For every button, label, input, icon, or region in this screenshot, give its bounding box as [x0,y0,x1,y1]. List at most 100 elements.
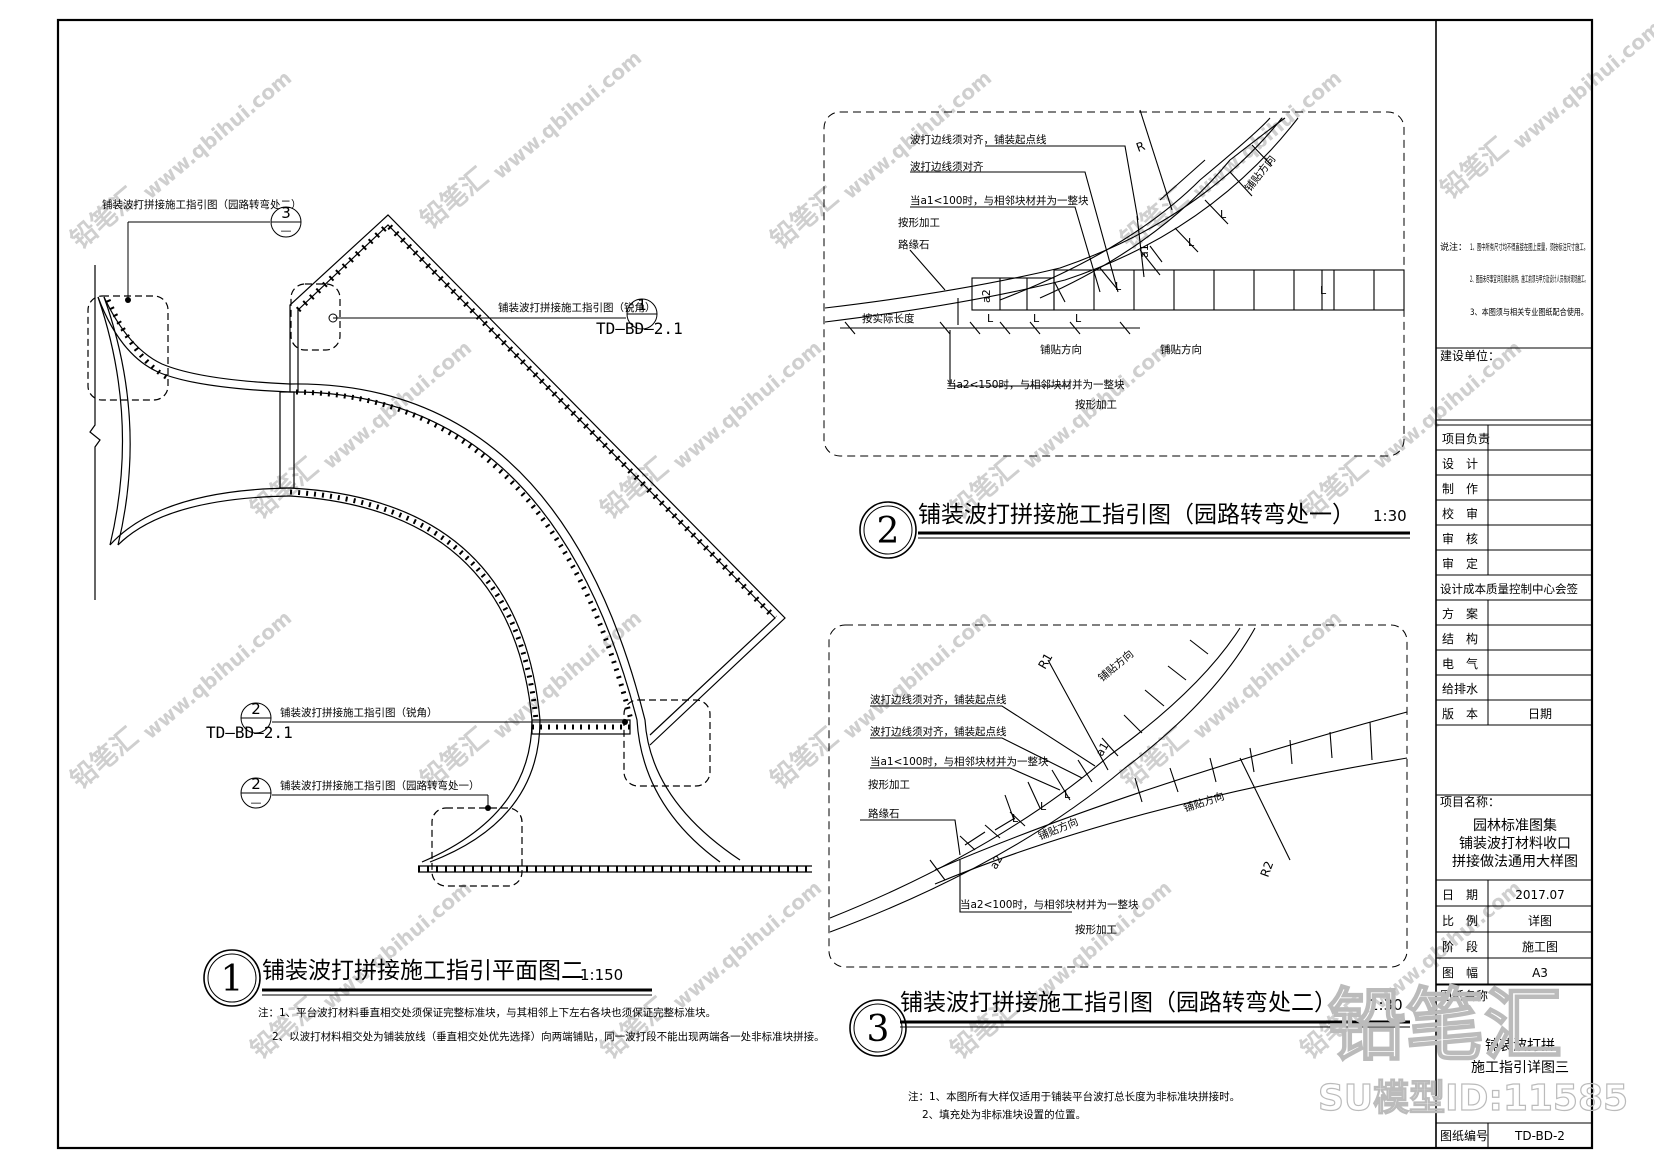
watermark-brand: 铅笔汇 [245,991,325,1065]
d2-label-1: 波打边线须对齐，铺装起点线 [910,133,1047,146]
d3-label-3: 当a1<100时，与相邻块材并为一整块 [870,755,1049,768]
d3-r2: R2 [1258,859,1277,879]
plan-ref-3-num: 3 [281,204,291,222]
watermark-site: www.qbihui.com [138,65,296,203]
plan-drawing [87,214,812,887]
tb-row-c-3 [1435,957,1593,985]
brand-watermark-text: 铅笔汇 [1328,981,1562,1071]
plan-scale: 1:150 [580,966,623,984]
watermark-site: www.qbihui.com [1508,15,1654,153]
plan-note-1: 注：1、平台波打材料垂直相交处须保证完整标准块，与其相邻上下左右各块也须保证完整… [258,1006,716,1019]
d2-L-7: L [1320,284,1327,297]
d3-label-6: 当a2<100时，与相邻块材并为一整块 [960,898,1139,911]
d2-label-5: 路缘石 [898,238,930,251]
d2-L-3: L [1075,312,1082,325]
tb-row-label: 阶 段 [1442,939,1478,954]
d3-label-5: 路缘石 [868,807,900,820]
tb-row-value: 2017.07 [1515,888,1565,902]
d3-label-2: 波打边线须对齐，铺装起点线 [870,725,1007,738]
d3-title-num: 3 [867,1009,890,1050]
d3-note-2: 2、填充处为非标准块设置的位置。 [922,1108,1086,1121]
d2-L-2: L [1033,312,1040,325]
plan-ref-2b-num: 2 [251,775,261,793]
plan-ref-2a-sheet: TD—BD—2.1 [206,723,293,742]
tb-row-label: 电 气 [1442,656,1478,671]
d2-L-1: L [987,312,994,325]
plan-note-2: 2、以波打材料相交处为铺装放线（垂直相交处优先选择）向两端铺贴，同一波打段不能出… [272,1030,825,1043]
d3-L-1: L [1012,812,1019,825]
d3-scale: 1:30 [1369,996,1403,1014]
plan-ref-3: 铺装波打拼接施工指引图（园路转弯处二） 3 — [102,198,302,303]
plan-ref-1-sheet: TD—BD—2.1 [596,319,683,338]
tb-number-label: 图纸编号 [1440,1128,1488,1143]
tb-note-1: 1、图中所有尺寸均不得直接在图上度量，须按标注尺寸施工。 [1470,242,1588,253]
tb-row-label: 结 构 [1442,631,1478,646]
tb-row-label: 校 审 [1442,506,1478,521]
plan-title: 铺装波打拼接施工指引平面图二 [262,958,584,984]
tb-row-label: 方 案 [1442,606,1478,621]
tb-project-line-2: 铺装波打材料收口 [1459,835,1571,852]
brand-watermark: 铅笔汇 SU模型ID:11585 [1317,980,1628,1120]
d2-dir-1: 铺贴方向 [1040,343,1082,356]
d2-a2: a2 [980,289,993,303]
d2-dir-2: 铺贴方向 [1160,343,1202,356]
tb-name-label: 图纸名称 [1440,988,1488,1003]
d3-label-7: 按形加工 [1075,923,1117,936]
watermark-brand: 铅笔汇 [595,451,675,525]
d2-label-7: 当a2<150时，与相邻块材并为一整块 [946,378,1125,391]
watermark-site: www.qbihui.com [668,335,826,473]
d3-r1: R1 [1035,651,1055,672]
d2-title: 铺装波打拼接施工指引图（园路转弯处一） [918,502,1355,528]
d2-L-6: L [1220,208,1227,221]
tb-row-label: 制 作 [1442,482,1478,496]
d3-title: 铺装波打拼接施工指引图（园路转弯处二） [900,990,1337,1016]
watermark-brand: 铅笔汇 [1435,131,1515,205]
brand-watermark-stamp: SU模型ID:11585 [1318,1078,1628,1119]
tb-notes-head: 说注： [1440,241,1467,253]
d3-a1: a1 [1093,740,1111,758]
tb-company: 设计成本质量控制中心会签 [1440,582,1578,596]
d3-dir-2: 铺贴方向 [1182,790,1226,815]
tb-name-line-2: 施工指引详图三 [1471,1060,1569,1076]
plan-ref-1-num: 1 [637,296,647,314]
tb-row-label: 给排水 [1442,682,1478,696]
tb-row-b-4 [1435,699,1593,726]
d3-dir-3: 铺贴方向 [1036,815,1080,843]
d3-L-2: L [1040,800,1047,813]
watermark-site: www.qbihui.com [1188,605,1346,743]
watermark-brand: 铅笔汇 [1115,721,1195,795]
detail-2: 波打边线须对齐，铺装起点线 波打边线须对齐 当a1<100时，与相邻块材并为一整… [823,109,1410,559]
watermark-brand: 铅笔汇 [595,991,675,1065]
d2-L-4: L [1115,280,1122,293]
tb-row-label: 设 计 [1442,457,1478,471]
plan-title-num: 1 [221,959,244,1000]
d3-dir-1: 铺贴方向 [1096,647,1137,684]
watermark-brand: 铅笔汇 [65,181,145,255]
tb-note-3: 3、本图须与相关专业图纸配合使用。 [1470,307,1588,318]
plan-ref-1: 铺装波打拼接施工指引图（锐角） 1 TD—BD—2.1 [328,296,683,338]
watermark-site: www.qbihui.com [318,335,476,473]
tb-row-label: 版 本 [1442,707,1478,721]
watermark-site: www.qbihui.com [668,875,826,1013]
plan-title-block: 1 铺装波打拼接施工指引平面图二 1:150 注：1、平台波打材料垂直相交处须保… [203,949,825,1043]
tb-project-line-1: 园林标准图集 [1473,817,1557,834]
d3-label-4: 按形加工 [868,778,910,791]
plan-ref-1-label: 铺装波打拼接施工指引图（锐角） [498,301,656,314]
tb-row-value: A3 [1532,966,1548,980]
d3-note-1: 注：1、本图所有大样仅适用于铺装平台波打总长度为非标准块拼接时。 [908,1090,1240,1103]
d2-label-2: 波打边线须对齐 [910,160,984,173]
d3-a2: a2 [987,853,1005,871]
d3-L-3: L [1064,788,1071,801]
tb-row-label: 比 例 [1442,914,1478,928]
d2-a1: a1 [1138,244,1151,258]
tb-row-value: 日期 [1528,707,1552,721]
watermark-site: www.qbihui.com [318,875,476,1013]
plan-ref-2b: 铺装波打拼接施工指引图（园路转弯处一） 2 — [240,775,491,811]
tb-row-label: 审 定 [1442,556,1478,571]
tb-row-value: 详图 [1528,913,1552,928]
watermark-brand: 铅笔汇 [765,721,845,795]
d2-label-6: 按实际长度 [862,312,915,325]
